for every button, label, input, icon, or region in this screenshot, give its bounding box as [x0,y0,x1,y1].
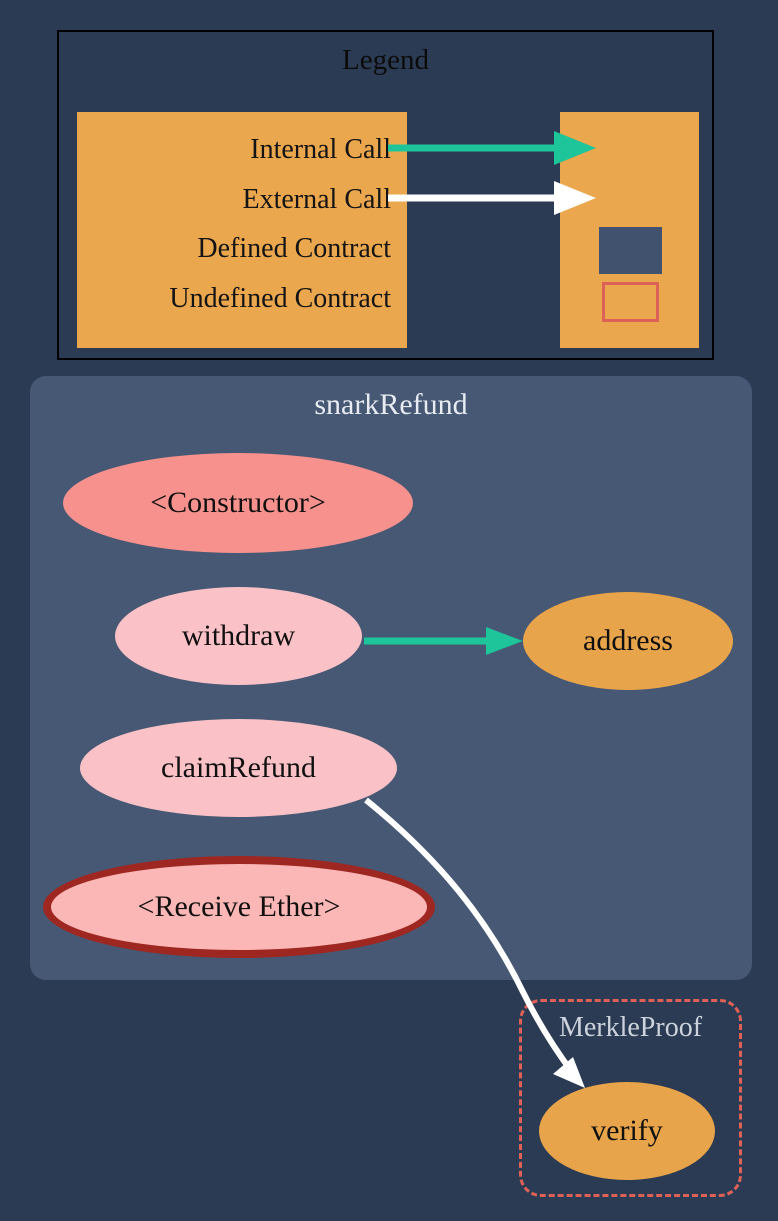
legend-label-panel: Internal Call External Call Defined Cont… [77,112,407,348]
node-receive-ether: <Receive Ether> [43,856,435,958]
node-constructor: <Constructor> [63,453,413,553]
legend-box: Legend Internal Call External Call Defin… [57,30,714,360]
node-withdraw: withdraw [115,587,362,685]
undefined-contract-swatch [602,282,659,322]
legend-title: Legend [342,44,429,76]
legend-item-external-call: External Call [242,184,391,215]
node-verify: verify [539,1082,715,1180]
contract-merkleproof: MerkleProof [519,999,742,1197]
contract-merkleproof-title: MerkleProof [558,1012,703,1043]
defined-contract-swatch [599,227,662,274]
node-claimrefund: claimRefund [80,719,397,817]
contract-snarkrefund-title: snarkRefund [314,388,468,421]
legend-item-undefined-contract: Undefined Contract [169,283,391,314]
node-address: address [523,592,733,690]
legend-item-defined-contract: Defined Contract [197,233,391,264]
legend-item-internal-call: Internal Call [250,134,391,165]
